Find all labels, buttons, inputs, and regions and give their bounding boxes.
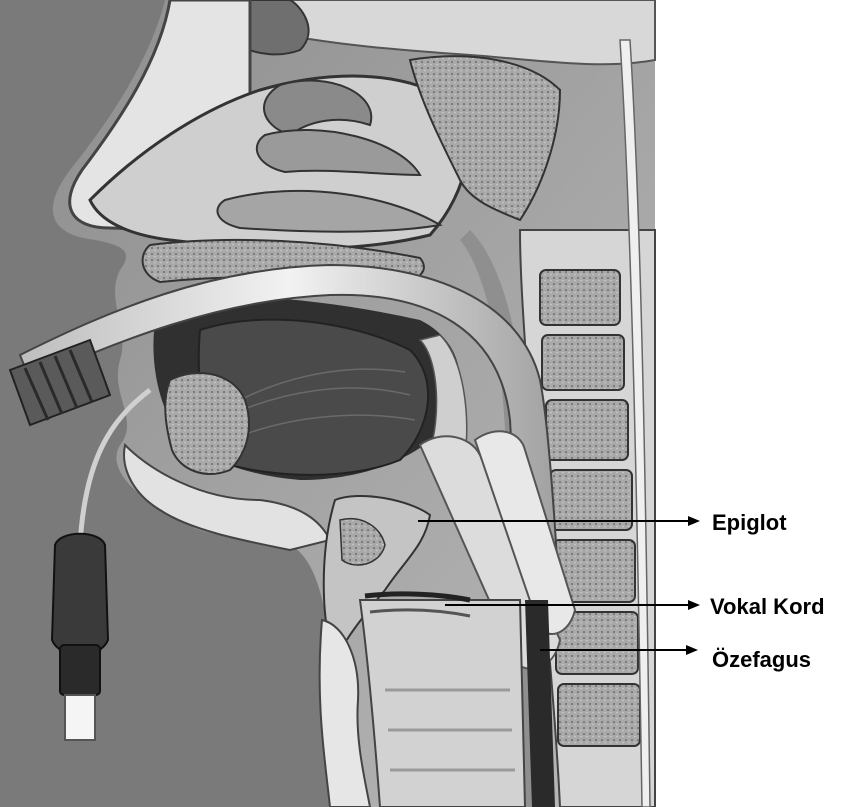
arrowhead-epiglot xyxy=(688,516,700,526)
vertebra xyxy=(540,270,620,325)
mandible xyxy=(165,373,249,474)
pilot-valve xyxy=(60,645,100,695)
pilot-valve-tip xyxy=(65,695,95,740)
label-epiglot: Epiglot xyxy=(712,510,787,535)
model-photo xyxy=(0,0,655,807)
pilot-balloon xyxy=(52,534,108,655)
arrowhead-ozefagus xyxy=(686,645,698,655)
vertebra xyxy=(542,335,624,390)
vertebra xyxy=(558,684,640,746)
label-ozefagus: Özefagus xyxy=(712,647,811,672)
vertebra xyxy=(546,400,628,460)
label-vokal-kord: Vokal Kord xyxy=(710,594,825,619)
larynx-cavity xyxy=(360,600,525,807)
arrowhead-vokal-kord xyxy=(688,600,700,610)
